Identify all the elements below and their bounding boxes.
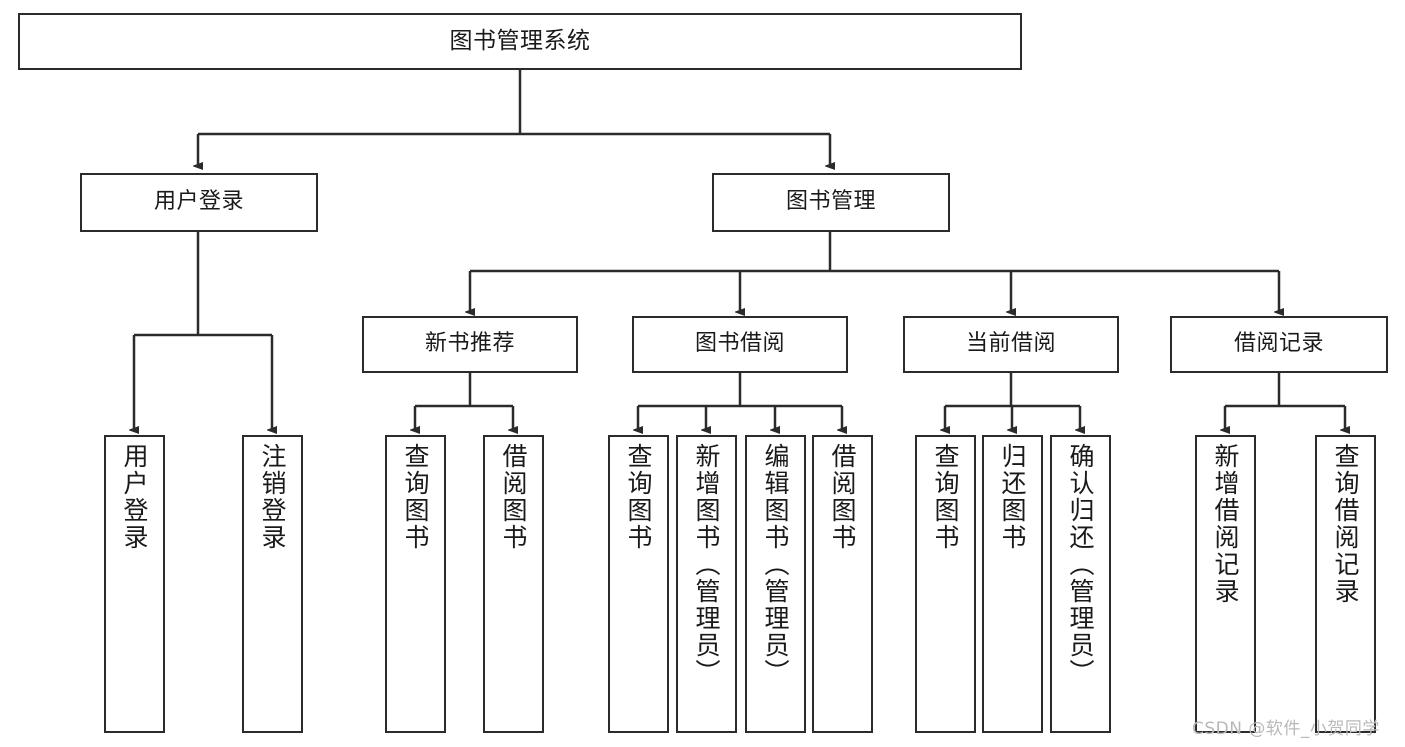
leaf-book-borrow-add-label: 新增图书（管理员）	[692, 443, 721, 686]
node-book-manage[interactable]: 图书管理	[712, 173, 950, 232]
csdn-watermark: CSDN @软件_小贺同学	[1192, 719, 1380, 739]
node-current-borrow[interactable]: 当前借阅	[903, 316, 1119, 373]
leaf-current-borrow-confirm-return-label: 确认归还（管理员）	[1066, 443, 1095, 686]
leaf-borrow-record-add[interactable]: 新增借阅记录	[1195, 435, 1256, 733]
leaf-current-borrow-confirm-return[interactable]: 确认归还（管理员）	[1050, 435, 1111, 733]
node-current-borrow-label: 当前借阅	[965, 331, 1056, 357]
leaf-book-borrow-query[interactable]: 查询图书	[608, 435, 669, 733]
node-new-book-recommend[interactable]: 新书推荐	[362, 316, 578, 373]
node-book-borrow-label: 图书借阅	[694, 331, 785, 357]
node-new-book-recommend-label: 新书推荐	[424, 331, 515, 357]
leaf-user-login-logout[interactable]: 注销登录	[242, 435, 303, 733]
node-borrow-record[interactable]: 借阅记录	[1170, 316, 1388, 373]
leaf-new-book-borrow-label: 借阅图书	[499, 443, 528, 551]
leaf-book-borrow-edit-label: 编辑图书（管理员）	[761, 443, 790, 686]
leaf-book-borrow-borrow-label: 借阅图书	[828, 443, 857, 551]
leaf-user-login-login-label: 用户登录	[120, 443, 149, 551]
node-user-login[interactable]: 用户登录	[80, 173, 318, 232]
leaf-user-login-login[interactable]: 用户登录	[104, 435, 165, 733]
leaf-borrow-record-query-label: 查询借阅记录	[1331, 443, 1360, 605]
leaf-book-borrow-borrow[interactable]: 借阅图书	[812, 435, 873, 733]
leaf-user-login-logout-label: 注销登录	[258, 443, 287, 551]
leaf-current-borrow-return-label: 归还图书	[998, 443, 1027, 551]
node-user-login-label: 用户登录	[153, 189, 244, 215]
leaf-borrow-record-query[interactable]: 查询借阅记录	[1315, 435, 1376, 733]
node-root-library-system[interactable]: 图书管理系统	[18, 13, 1022, 70]
leaf-borrow-record-add-label: 新增借阅记录	[1211, 443, 1240, 605]
node-book-manage-label: 图书管理	[785, 189, 876, 215]
leaf-new-book-borrow[interactable]: 借阅图书	[483, 435, 544, 733]
leaf-current-borrow-query-label: 查询图书	[931, 443, 960, 551]
leaf-new-book-query-label: 查询图书	[401, 443, 430, 551]
leaf-current-borrow-return[interactable]: 归还图书	[982, 435, 1043, 733]
leaf-new-book-query[interactable]: 查询图书	[385, 435, 446, 733]
leaf-book-borrow-add[interactable]: 新增图书（管理员）	[676, 435, 737, 733]
node-borrow-record-label: 借阅记录	[1233, 331, 1324, 357]
leaf-current-borrow-query[interactable]: 查询图书	[915, 435, 976, 733]
leaf-book-borrow-edit[interactable]: 编辑图书（管理员）	[745, 435, 806, 733]
node-book-borrow[interactable]: 图书借阅	[632, 316, 848, 373]
node-root-label: 图书管理系统	[449, 27, 591, 54]
leaf-book-borrow-query-label: 查询图书	[624, 443, 653, 551]
